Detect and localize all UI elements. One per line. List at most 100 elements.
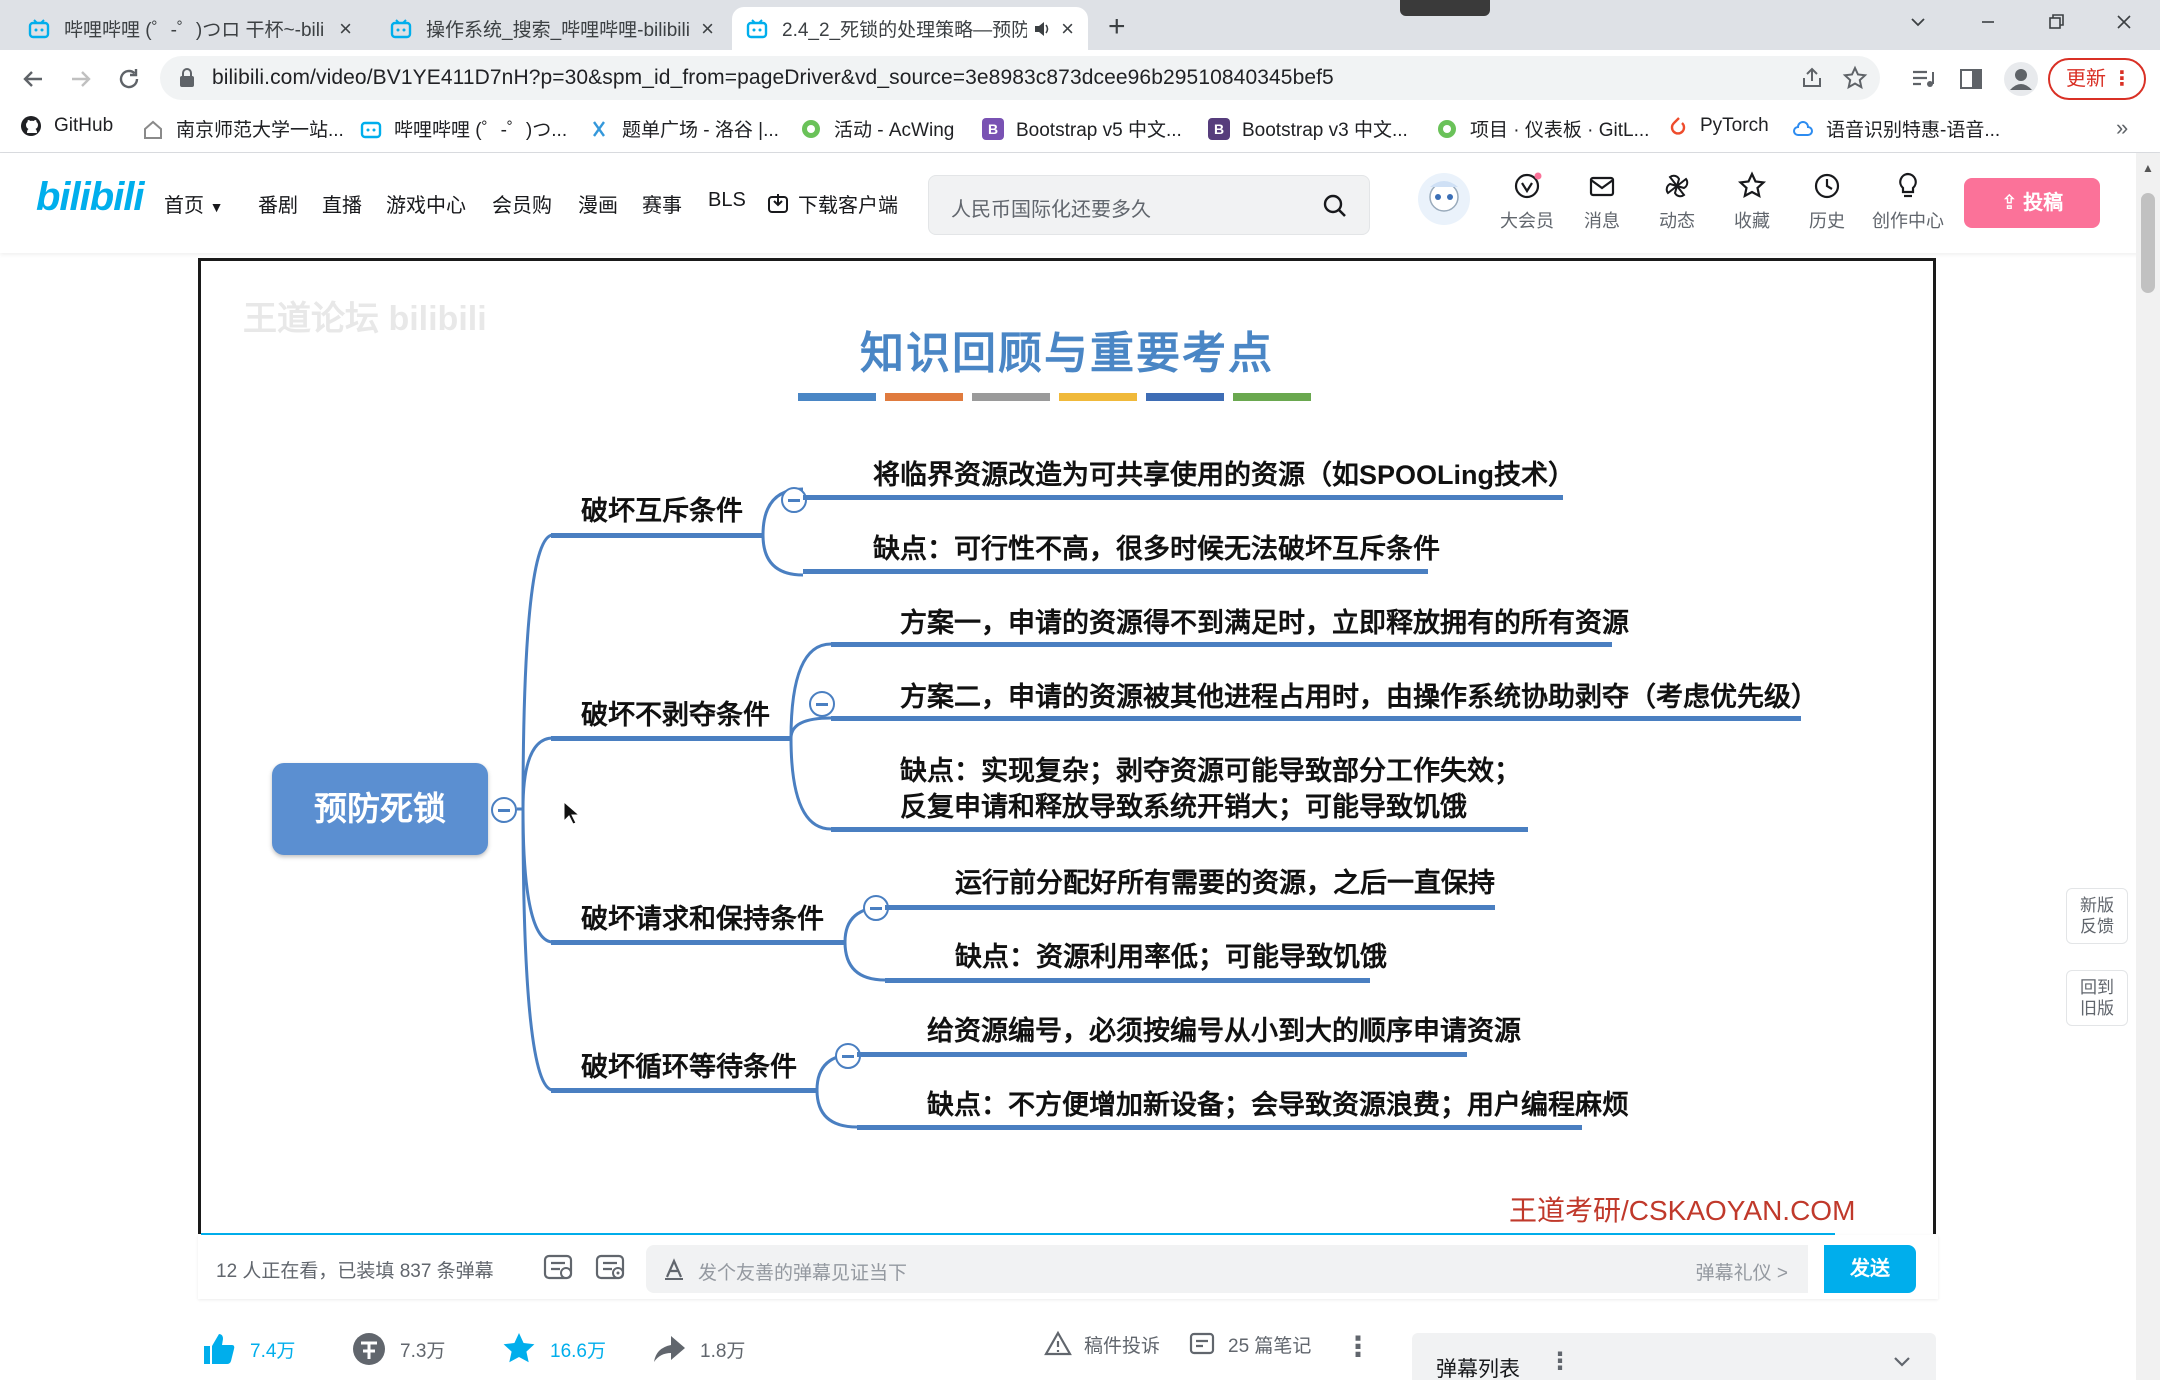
side-panel-icon[interactable] <box>1958 66 1984 92</box>
lock-icon[interactable] <box>178 68 196 88</box>
close-tab-icon[interactable]: × <box>1061 15 1074 41</box>
danmaku-list-panel[interactable]: 弹幕列表 ⋮ <box>1412 1333 1936 1381</box>
upload-button[interactable]: ⇪ 投稿 <box>1964 178 2100 228</box>
search-icon[interactable] <box>1321 192 1349 220</box>
bookmark-speech[interactable]: 语音识别特惠-语音... <box>1792 115 2000 142</box>
ghost-watermark: 王道论坛 bilibili <box>243 300 487 338</box>
mouse-cursor-icon <box>563 801 579 825</box>
share-button[interactable]: 1.8万 <box>650 1330 745 1368</box>
send-danmaku-button[interactable]: 发送 <box>1824 1245 1916 1293</box>
danmaku-etiquette-link[interactable]: 弹幕礼仪 > <box>1695 1263 1788 1284</box>
star-icon <box>503 1333 535 1363</box>
danmaku-input[interactable]: 发个友善的弹幕见证当下 弹幕礼仪 > <box>646 1245 1808 1293</box>
bookmark-star-icon[interactable] <box>1842 65 1868 91</box>
browser-tab-bar: 哔哩哔哩 (゜-゜)つロ 干杯~-bili × 操作系统_搜索_哔哩哔哩-bil… <box>0 0 2160 50</box>
report-label: 稿件投诉 <box>1084 1335 1161 1357</box>
close-tab-icon[interactable]: × <box>339 15 352 41</box>
nav-esports[interactable]: 赛事 <box>642 195 682 217</box>
danmaku-list-more-icon[interactable]: ⋮ <box>1548 1348 1572 1375</box>
bookmarks-overflow-icon[interactable]: » <box>2116 115 2129 140</box>
scrollbar-thumb[interactable] <box>2141 193 2155 293</box>
page-scrollbar[interactable]: ▲ <box>2136 153 2160 1380</box>
nav-home[interactable]: 首页 ▼ <box>164 189 223 218</box>
leaf-text: 给资源编号，必须按编号从小到大的顺序申请资源 <box>927 1016 1521 1046</box>
slide-watermark: 王道考研/CSKAOYAN.COM <box>1509 1195 1856 1226</box>
url-text[interactable]: bilibili.com/video/BV1YE411D7nH?p=30&spm… <box>212 66 1334 89</box>
chevron-down-icon[interactable] <box>1892 1355 1912 1369</box>
bookmark-acwing[interactable]: 活动 - AcWing <box>800 115 954 142</box>
bilibili-logo[interactable]: bilibili <box>36 175 145 219</box>
tab-search-chevron-icon[interactable] <box>1908 12 1928 32</box>
leaf-text: 反复申请和释放导致系统开销大；可能导致饥饿 <box>900 792 1467 822</box>
mail-icon <box>1589 176 1615 197</box>
nav-manga[interactable]: 漫画 <box>578 195 618 217</box>
tab-search-results[interactable]: 操作系统_搜索_哔哩哔哩-bilibili × <box>376 7 728 50</box>
nav-mall[interactable]: 会员购 <box>492 195 552 217</box>
bookmark-luogu[interactable]: 题单广场 - 洛谷 |... <box>588 115 779 142</box>
scroll-up-arrow-icon[interactable]: ▲ <box>2142 161 2154 175</box>
collapse-icon <box>809 691 835 717</box>
tab-bilibili-home[interactable]: 哔哩哔哩 (゜-゜)つロ 干杯~-bili × <box>14 7 366 50</box>
omnibox[interactable]: bilibili.com/video/BV1YE411D7nH?p=30&spm… <box>160 56 1880 100</box>
header-favorites[interactable]: 收藏 <box>1717 171 1787 233</box>
user-avatar[interactable] <box>1418 173 1470 225</box>
nav-bangumi[interactable]: 番剧 <box>258 195 298 217</box>
minimize-icon[interactable] <box>1978 12 1998 32</box>
header-messages[interactable]: 消息 <box>1567 171 1637 233</box>
collapse-icon <box>781 487 807 513</box>
search-box[interactable]: 人民币国际化还要多久 <box>928 175 1370 235</box>
favorite-button[interactable]: 16.6万 <box>500 1330 606 1368</box>
header-icon-label: 创作中心 <box>1872 211 1944 231</box>
close-window-icon[interactable] <box>2114 12 2134 32</box>
nav-bls[interactable]: BLS <box>708 189 746 211</box>
forward-arrow-icon[interactable] <box>68 66 94 92</box>
nav-live[interactable]: 直播 <box>322 195 362 217</box>
branch-underline <box>551 940 845 945</box>
danmaku-bar: 12 人正在看，已装填 837 条弹幕 发个友善的弹幕见证当下 弹幕礼仪 > 发… <box>198 1235 1938 1299</box>
new-tab-button[interactable]: + <box>1108 10 1126 43</box>
bookmark-gitlab[interactable]: 项目 · 仪表板 · GitL... <box>1436 115 1649 142</box>
chevron-down-icon: ▼ <box>209 199 224 215</box>
new-version-feedback-button[interactable]: 新版反馈 <box>2066 888 2128 944</box>
tab-current-video[interactable]: 2.4_2_死锁的处理策略—预防 × <box>732 7 1088 50</box>
header-vip[interactable]: 大会员 <box>1492 171 1562 233</box>
media-control-icon[interactable] <box>1910 66 1936 92</box>
bookmark-label: PyTorch <box>1700 115 1769 136</box>
branch-underline <box>551 1088 817 1093</box>
text-style-icon[interactable] <box>662 1257 686 1281</box>
like-button[interactable]: 7.4万 <box>200 1330 295 1368</box>
bookmark-bilibili[interactable]: 哔哩哔哩 (゜-゜)つ... <box>360 115 567 142</box>
video-player[interactable]: 王道论坛 bilibili 知识回顾与重要考点 预防死锁 破坏互斥条件 将临界资… <box>198 258 1936 1237</box>
danmaku-settings-icon[interactable] <box>594 1251 626 1283</box>
header-history[interactable]: 历史 <box>1792 171 1862 233</box>
profile-avatar[interactable] <box>2004 62 2038 96</box>
restore-icon[interactable] <box>2046 12 2066 32</box>
bookmark-njnu[interactable]: 南京师范大学一站... <box>142 115 344 142</box>
coin-icon <box>353 1333 385 1365</box>
report-button[interactable]: 稿件投诉 <box>1044 1330 1160 1358</box>
speaker-icon[interactable] <box>1033 20 1051 38</box>
update-button[interactable]: 更新⋮ <box>2048 58 2146 100</box>
bookmark-pytorch[interactable]: PyTorch <box>1666 115 1769 137</box>
close-tab-icon[interactable]: × <box>701 15 714 41</box>
more-actions-icon[interactable]: ⋮ <box>1344 1331 1372 1362</box>
search-input[interactable]: 人民币国际化还要多久 <box>951 199 1151 221</box>
bookmark-github[interactable]: GitHub <box>20 115 113 137</box>
nav-download-client[interactable]: 下载客户端 <box>766 189 898 218</box>
reload-icon[interactable] <box>116 66 142 92</box>
back-arrow-icon[interactable] <box>20 66 46 92</box>
coin-button[interactable]: 7.3万 <box>350 1330 445 1368</box>
bookmark-label: 活动 - AcWing <box>834 120 955 141</box>
bookmark-label: Bootstrap v3 中文... <box>1242 120 1408 141</box>
header-creator-center[interactable]: 创作中心 <box>1868 171 1948 233</box>
back-to-old-version-button[interactable]: 回到旧版 <box>2066 970 2128 1026</box>
notes-button[interactable]: 25 篇笔记 <box>1188 1330 1311 1358</box>
header-dynamic[interactable]: 动态 <box>1642 171 1712 233</box>
site-header: bilibili 首页 ▼ 番剧 直播 游戏中心 会员购 漫画 赛事 BLS 下… <box>0 153 2160 253</box>
nav-game-center[interactable]: 游戏中心 <box>386 195 466 217</box>
danmaku-toggle-icon[interactable] <box>542 1251 574 1283</box>
share-page-icon[interactable] <box>1800 66 1824 90</box>
github-icon <box>21 116 41 136</box>
